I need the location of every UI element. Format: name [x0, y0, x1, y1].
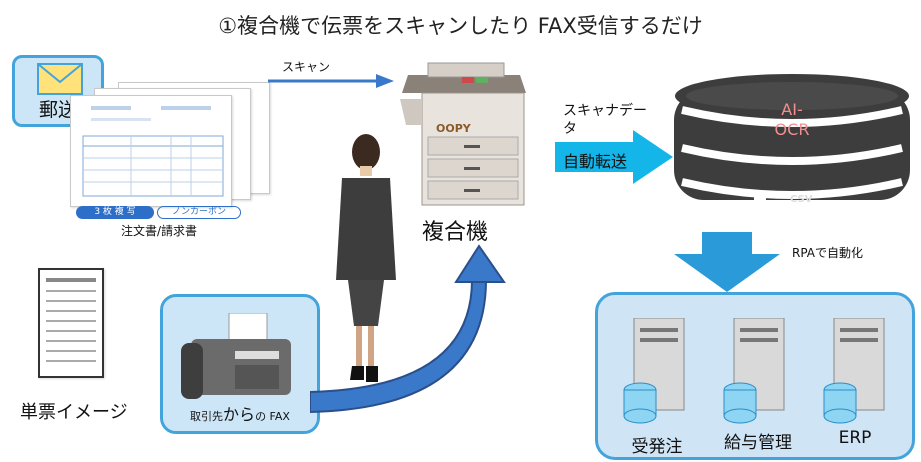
- fax-machine-icon: [181, 313, 291, 399]
- ocr-label-1: AI-: [781, 100, 803, 119]
- scanner-data-label-3: 自動転送: [563, 152, 628, 171]
- mail-box: 郵送: [12, 55, 104, 127]
- scan-arrow-label: スキャン: [282, 60, 331, 74]
- form-badge-copies: 3 枚 複 写: [76, 206, 154, 219]
- rpa-arrow: [674, 232, 780, 292]
- server-label-3: ERP: [838, 428, 872, 448]
- single-form-label: 単票イメージ: [20, 402, 128, 423]
- fax-label: 取引先からの FAX: [190, 405, 290, 424]
- csv-label: CSV: [790, 194, 813, 205]
- server-label-2: 給与管理: [724, 433, 792, 453]
- scanner-data-label-1: スキャナデー: [563, 103, 647, 119]
- single-form-image: [38, 268, 104, 378]
- scanner-data-label-2: タ: [563, 121, 577, 137]
- fax-to-copier-arrow: [310, 244, 506, 414]
- fax-box: 取引先からの FAX: [160, 294, 320, 434]
- person-figure: [336, 134, 396, 382]
- copier-icon: [400, 62, 526, 206]
- form-sheet-front: [70, 95, 232, 207]
- form-badge-carbonless: ノンカーボン: [157, 206, 241, 219]
- ai-ocr-database: [674, 74, 910, 204]
- form-grid: [82, 106, 224, 197]
- single-form-lines: [46, 278, 96, 362]
- copier-brand: OOPY: [436, 122, 471, 135]
- server-icon-1: [623, 318, 685, 424]
- server-icon-2: [723, 318, 785, 424]
- forms-caption: 注文書/請求書: [120, 224, 198, 238]
- server-label-1: 受発注: [631, 437, 683, 457]
- scan-arrow: [268, 74, 394, 88]
- copier-label: 複合機: [422, 220, 489, 245]
- diagram-title: ①複合機で伝票をスキャンしたり FAX受信するだけ: [218, 14, 703, 38]
- mail-label: 郵送: [38, 99, 77, 121]
- ocr-label-2: OCR: [774, 120, 810, 139]
- scanner-data-arrow: [555, 130, 673, 184]
- rpa-label: RPAで自動化: [792, 246, 864, 260]
- server-icon-3: [823, 318, 885, 424]
- envelope-icon: [37, 63, 83, 95]
